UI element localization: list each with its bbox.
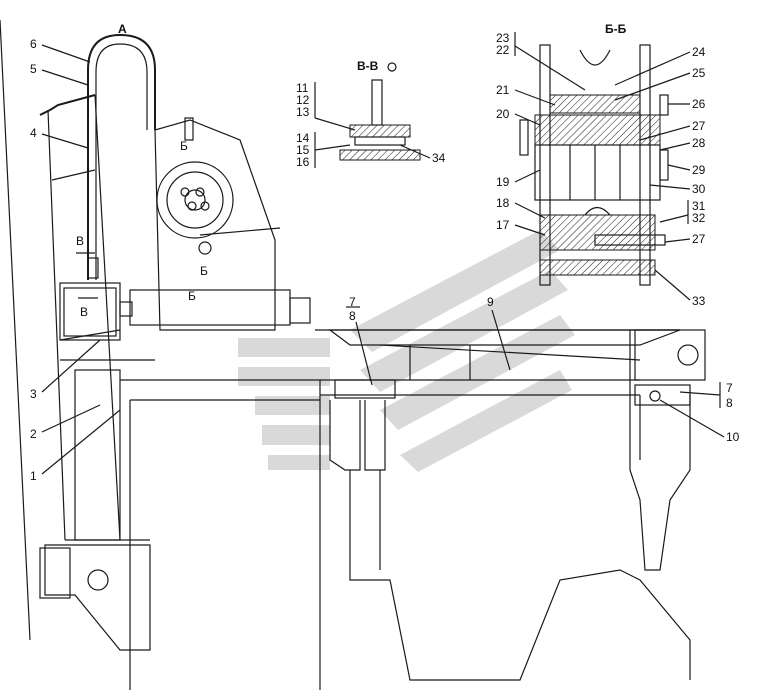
callout-10: 10 bbox=[726, 430, 740, 444]
left-column bbox=[39, 94, 155, 541]
callout-29: 29 bbox=[692, 163, 706, 177]
lower-bracket bbox=[39, 544, 151, 651]
left-callouts: 6 5 4 3 2 1 bbox=[30, 37, 121, 483]
section-v-callouts: 11 12 13 14 15 16 34 bbox=[296, 81, 446, 169]
cut-marks: Б Б Б В В bbox=[76, 139, 208, 319]
section-b-right-callouts: 24 25 26 27 28 29 30 31 32 27 33 bbox=[614, 45, 706, 308]
callout-34: 34 bbox=[432, 151, 446, 165]
callout-31: 31 bbox=[692, 199, 706, 213]
callout-17: 17 bbox=[496, 218, 510, 232]
callout-12: 12 bbox=[296, 93, 310, 107]
callout-27-lower: 27 bbox=[692, 232, 706, 246]
callout-9: 9 bbox=[487, 295, 494, 309]
callout-27-upper: 27 bbox=[692, 119, 706, 133]
callout-28: 28 bbox=[692, 136, 706, 150]
callout-22: 22 bbox=[496, 43, 510, 57]
main-callouts: 7 8 9 7 8 10 bbox=[346, 295, 740, 444]
pulley-housing bbox=[119, 117, 311, 331]
callout-32: 32 bbox=[692, 211, 706, 225]
section-b-title: Б-Б bbox=[605, 22, 627, 36]
callout-20: 20 bbox=[496, 107, 510, 121]
callout-1: 1 bbox=[30, 469, 37, 483]
callout-7-upper: 7 bbox=[349, 295, 356, 309]
cut-mark-b-mid: Б bbox=[200, 264, 208, 278]
callout-2: 2 bbox=[30, 427, 37, 441]
callout-3: 3 bbox=[30, 387, 37, 401]
callout-26: 26 bbox=[692, 97, 706, 111]
callout-13: 13 bbox=[296, 105, 310, 119]
cut-mark-v-lower: В bbox=[80, 305, 88, 319]
section-b-detail bbox=[519, 44, 669, 286]
view-a-title: А bbox=[118, 22, 127, 36]
callout-25: 25 bbox=[692, 66, 706, 80]
callout-14: 14 bbox=[296, 131, 310, 145]
callout-24: 24 bbox=[692, 45, 706, 59]
callout-30: 30 bbox=[692, 182, 706, 196]
callout-4: 4 bbox=[30, 126, 37, 140]
cut-mark-b-upper: Б bbox=[180, 139, 188, 153]
callout-23: 23 bbox=[496, 31, 510, 45]
cut-mark-v-upper: В bbox=[76, 234, 84, 248]
callout-19: 19 bbox=[496, 175, 510, 189]
section-v-detail bbox=[339, 62, 421, 161]
hose-loop bbox=[87, 33, 156, 280]
watermark-logo bbox=[238, 230, 575, 472]
callout-33: 33 bbox=[692, 294, 706, 308]
cut-mark-b-lower: Б bbox=[188, 289, 196, 303]
callout-11: 11 bbox=[296, 81, 309, 95]
section-b-left-callouts: 23 22 21 20 19 18 17 bbox=[496, 31, 586, 236]
callout-18: 18 bbox=[496, 196, 510, 210]
callout-6: 6 bbox=[30, 37, 37, 51]
callout-8-lower: 8 bbox=[726, 396, 733, 410]
horizontal-beam bbox=[328, 329, 706, 406]
callout-15: 15 bbox=[296, 143, 310, 157]
callout-16: 16 bbox=[296, 155, 310, 169]
callout-5: 5 bbox=[30, 62, 37, 76]
callout-8-upper: 8 bbox=[349, 309, 356, 323]
callout-7-lower: 7 bbox=[726, 381, 733, 395]
section-v-title: В-В bbox=[357, 59, 379, 73]
callout-21: 21 bbox=[496, 83, 510, 97]
